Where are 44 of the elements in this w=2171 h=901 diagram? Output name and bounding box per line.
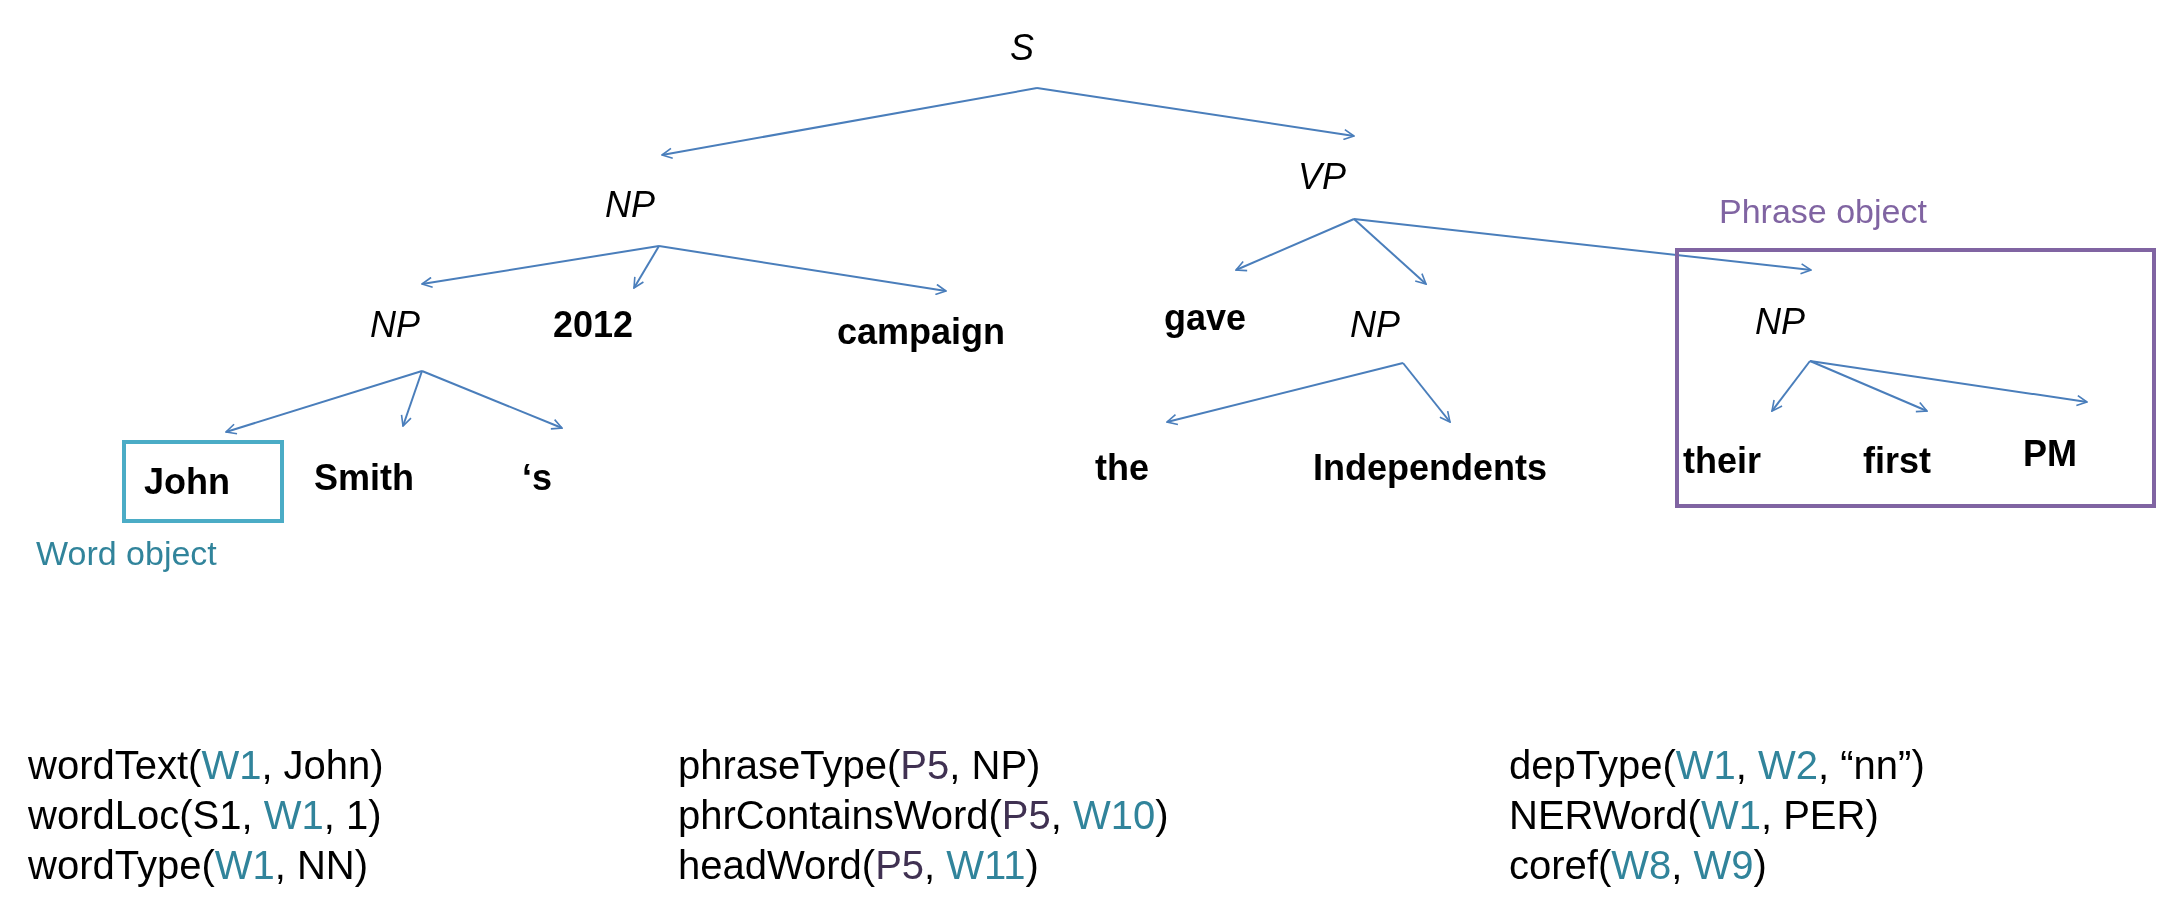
tree-arrow	[1353, 218, 1812, 275]
tree-arrow	[1036, 87, 1355, 141]
tree-arrow	[421, 370, 563, 430]
predicate-text: phrContainsWord(P5, W10)	[678, 795, 1169, 835]
tree-arrow	[1402, 362, 1451, 423]
tree-word: Independents	[1313, 450, 1547, 486]
tree-arrow	[1166, 362, 1404, 426]
predicate-text: headWord(P5, W11)	[678, 845, 1039, 885]
tree-word: their	[1683, 443, 1761, 479]
tree-arrow	[658, 245, 947, 296]
predicate-text: depType(W1, W2, “nn”)	[1509, 745, 1925, 785]
tree-word: first	[1863, 443, 1931, 479]
tree-arrow	[1809, 360, 2088, 407]
predicate-text: phraseType(P5, NP)	[678, 745, 1041, 785]
predicate-text: wordType(W1, NN)	[28, 845, 369, 885]
predicate-text: wordLoc(S1, W1, 1)	[28, 795, 382, 835]
tree-arrow	[400, 370, 423, 427]
frame-label: Phrase object	[1719, 194, 1927, 228]
phrase-category-label: NP	[605, 187, 655, 223]
tree-word: gave	[1163, 300, 1247, 336]
tree-word: Smith	[314, 460, 414, 496]
phrase-category-label: S	[1010, 30, 1034, 66]
frame-label: Word object	[36, 536, 217, 570]
predicate-text: coref(W8, W9)	[1509, 845, 1767, 885]
tree-arrow	[1353, 218, 1427, 285]
tree-arrow	[1809, 360, 1928, 413]
tree-arrow	[225, 370, 423, 435]
tree-word: the	[1095, 450, 1149, 486]
phrase-category-label: NP	[370, 307, 420, 343]
tree-word: ‘s	[522, 460, 552, 496]
tree-arrow	[421, 245, 660, 289]
phrase-category-label: NP	[1350, 307, 1400, 343]
tree-word: PM	[2023, 436, 2077, 472]
predicate-text: NERWord(W1, PER)	[1509, 795, 1879, 835]
tree-arrow	[633, 245, 660, 289]
tree-word: John	[144, 464, 230, 500]
phrase-category-label: NP	[1755, 304, 1805, 340]
tree-arrow	[1771, 360, 1811, 412]
tree-arrow	[661, 87, 1038, 159]
tree-word: campaign	[837, 314, 1005, 350]
phrase-category-label: VP	[1298, 159, 1346, 195]
predicate-text: wordText(W1, John)	[28, 745, 384, 785]
tree-arrow	[1235, 218, 1355, 272]
tree-word: 2012	[552, 307, 634, 343]
